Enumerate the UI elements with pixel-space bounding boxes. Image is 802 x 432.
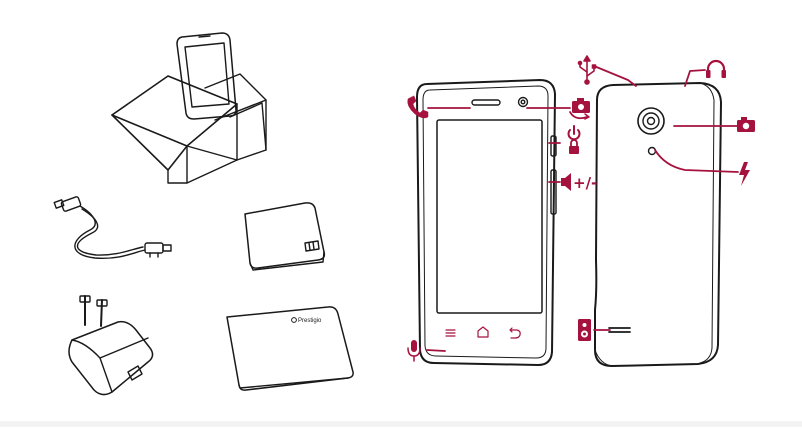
quick-guide-booklet: Prestigio (226, 306, 354, 391)
home-key (477, 326, 489, 338)
lock-icon (569, 139, 579, 154)
rear-flash (647, 146, 657, 156)
headphones-icon (706, 59, 726, 78)
usb-cable (53, 196, 172, 260)
boxed-phone (176, 32, 237, 120)
rear-speaker (608, 327, 631, 333)
rear-camera (637, 107, 665, 135)
wall-charger (68, 295, 154, 396)
front-camera (517, 96, 529, 108)
usb-icon (577, 55, 597, 85)
callout-leaders (426, 65, 739, 352)
front-earpiece (471, 99, 501, 106)
loudspeaker-icon (578, 319, 591, 341)
bottom-rule (0, 421, 802, 427)
flash-icon (739, 162, 750, 186)
phone-receiver-icon (407, 95, 429, 119)
volume-label: +/- (573, 174, 597, 192)
power-key (550, 135, 557, 157)
camera-icon (737, 117, 755, 132)
callout-icons: +/- (407, 55, 755, 362)
booklet-brand-text: Prestigio (298, 318, 322, 324)
microphone-icon (407, 340, 421, 362)
back-key (509, 327, 521, 339)
front-screen (436, 119, 543, 314)
menu-key (445, 329, 456, 337)
speaker-volume-icon (561, 173, 571, 191)
phone-front (416, 79, 557, 366)
phone-back (594, 82, 722, 367)
power-icon (567, 125, 581, 141)
camera-switch-icon (569, 98, 590, 120)
battery (244, 202, 326, 271)
phone-in-box (111, 32, 267, 184)
volume-key (550, 169, 557, 215)
